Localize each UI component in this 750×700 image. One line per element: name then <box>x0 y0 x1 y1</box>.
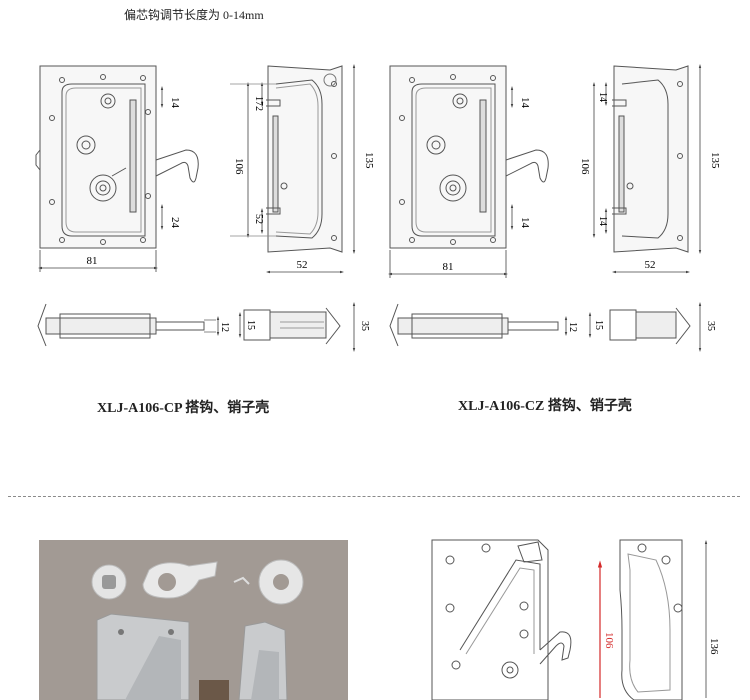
section-divider <box>8 496 740 497</box>
dim-35-left: 35 <box>359 321 370 331</box>
dim-14-right-b: 14 <box>519 217 531 229</box>
dim-52-left: 52 <box>297 259 308 271</box>
dim-52-right: 52 <box>645 259 656 271</box>
caption-left: XLJ-A106-CP 搭钩、销子壳 <box>97 401 270 416</box>
dim-15-left: 15 <box>245 320 256 330</box>
dim-81-right: 81 <box>443 261 454 273</box>
dim-52-small: 52 <box>253 214 264 224</box>
dim-135-left: 135 <box>363 152 375 169</box>
dim-14-right-c: 14 <box>597 92 608 102</box>
dim-14-right-a: 14 <box>519 97 531 109</box>
latch-top-profile-left <box>37 303 341 347</box>
parts-photo-illustration <box>91 559 304 700</box>
dim-172: 172 <box>253 96 264 111</box>
latch-front-view-left <box>35 65 199 249</box>
dim-136-detail: 136 <box>708 638 720 655</box>
dim-12-left: 12 <box>219 322 230 332</box>
dim-106-detail: 106 <box>603 632 615 649</box>
latch-top-profile-right <box>389 303 691 347</box>
product-photo <box>39 540 348 700</box>
dim-135-right: 135 <box>709 152 721 169</box>
latch-front-view-right <box>389 65 549 249</box>
dim-12-right: 12 <box>567 322 578 332</box>
dim-14-right-d: 14 <box>597 216 608 226</box>
latch-side-view-left <box>266 65 343 253</box>
dim-24-left: 24 <box>169 217 181 229</box>
technical-drawings: 81 14 24 135 52 106 172 52 <box>35 64 721 352</box>
dim-15-right: 15 <box>593 320 604 330</box>
latch-side-view-right <box>612 65 689 253</box>
detail-drawing: 106 136 <box>431 539 720 700</box>
caption-right: XLJ-A106-CZ 搭钩、销子壳 <box>458 399 632 414</box>
adjustment-note: 偏芯钩调节长度为 0-14mm <box>124 8 264 22</box>
dim-106-left: 106 <box>233 158 245 175</box>
dim-14-left: 14 <box>169 97 181 109</box>
dim-35-right: 35 <box>705 321 716 331</box>
dim-106-right: 106 <box>579 158 591 175</box>
dim-81-left: 81 <box>87 255 98 267</box>
